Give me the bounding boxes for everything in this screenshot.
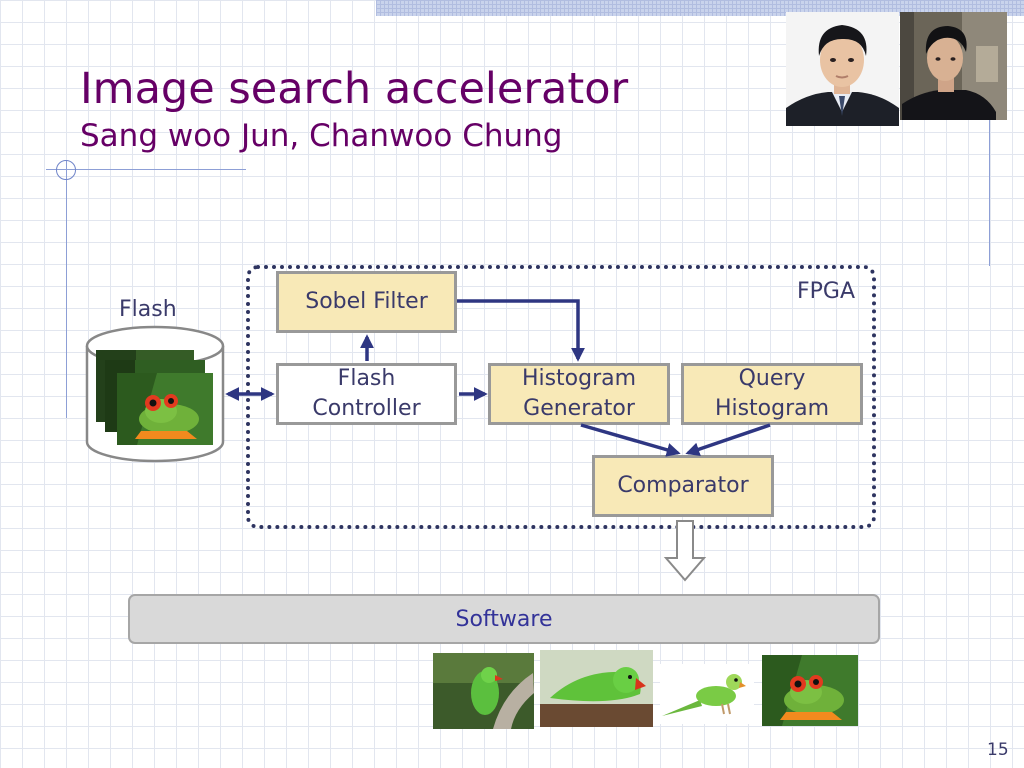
query-to-comparator-arrow bbox=[685, 423, 771, 457]
flash-label: Flash bbox=[119, 297, 177, 322]
decorative-circle bbox=[56, 160, 76, 180]
portrait-photo-1 bbox=[786, 12, 899, 126]
parrot-image-3 bbox=[660, 664, 754, 724]
software-bar: Software bbox=[128, 594, 880, 644]
frog-image-result bbox=[762, 655, 858, 726]
software-label: Software bbox=[455, 606, 553, 632]
sobel-to-histogram-arrow bbox=[457, 299, 585, 362]
portrait-photo-2 bbox=[900, 12, 1007, 120]
frog-image-stack-front bbox=[117, 373, 213, 445]
histogram-generator-label-line2: Generator bbox=[523, 396, 635, 421]
flash-controller-label-line2: Controller bbox=[312, 396, 421, 421]
query-histogram-label-line2: Histogram bbox=[714, 396, 830, 421]
sobel-filter-block: Sobel Filter bbox=[276, 271, 457, 333]
slide-subtitle: Sang woo Jun, Chanwoo Chung bbox=[80, 118, 563, 154]
histogram-generator-block: Histogram Generator bbox=[488, 363, 670, 425]
parrot-image-1 bbox=[433, 653, 534, 729]
slide-title: Image search accelerator bbox=[80, 64, 629, 114]
flash-controller-label-line1: Flash bbox=[337, 366, 396, 391]
parrot-image-2 bbox=[540, 650, 653, 727]
decorative-horizontal-line bbox=[46, 169, 246, 170]
decorative-vertical-line-right bbox=[989, 120, 990, 266]
histogram-generator-label-line1: Histogram bbox=[521, 366, 637, 391]
histogram-to-comparator-arrow bbox=[580, 423, 681, 457]
comparator-to-software-hollow-arrow bbox=[663, 520, 707, 582]
fpga-label: FPGA bbox=[797, 279, 856, 304]
decorative-vertical-line bbox=[66, 160, 67, 418]
comparator-label: Comparator bbox=[617, 473, 749, 498]
sobel-filter-label: Sobel Filter bbox=[305, 289, 428, 314]
page-number: 15 bbox=[987, 740, 1009, 760]
flash-controller-block: Flash Controller bbox=[276, 363, 457, 425]
query-histogram-label-line1: Query bbox=[738, 366, 806, 391]
query-histogram-block: Query Histogram bbox=[681, 363, 863, 425]
comparator-block: Comparator bbox=[592, 455, 774, 517]
